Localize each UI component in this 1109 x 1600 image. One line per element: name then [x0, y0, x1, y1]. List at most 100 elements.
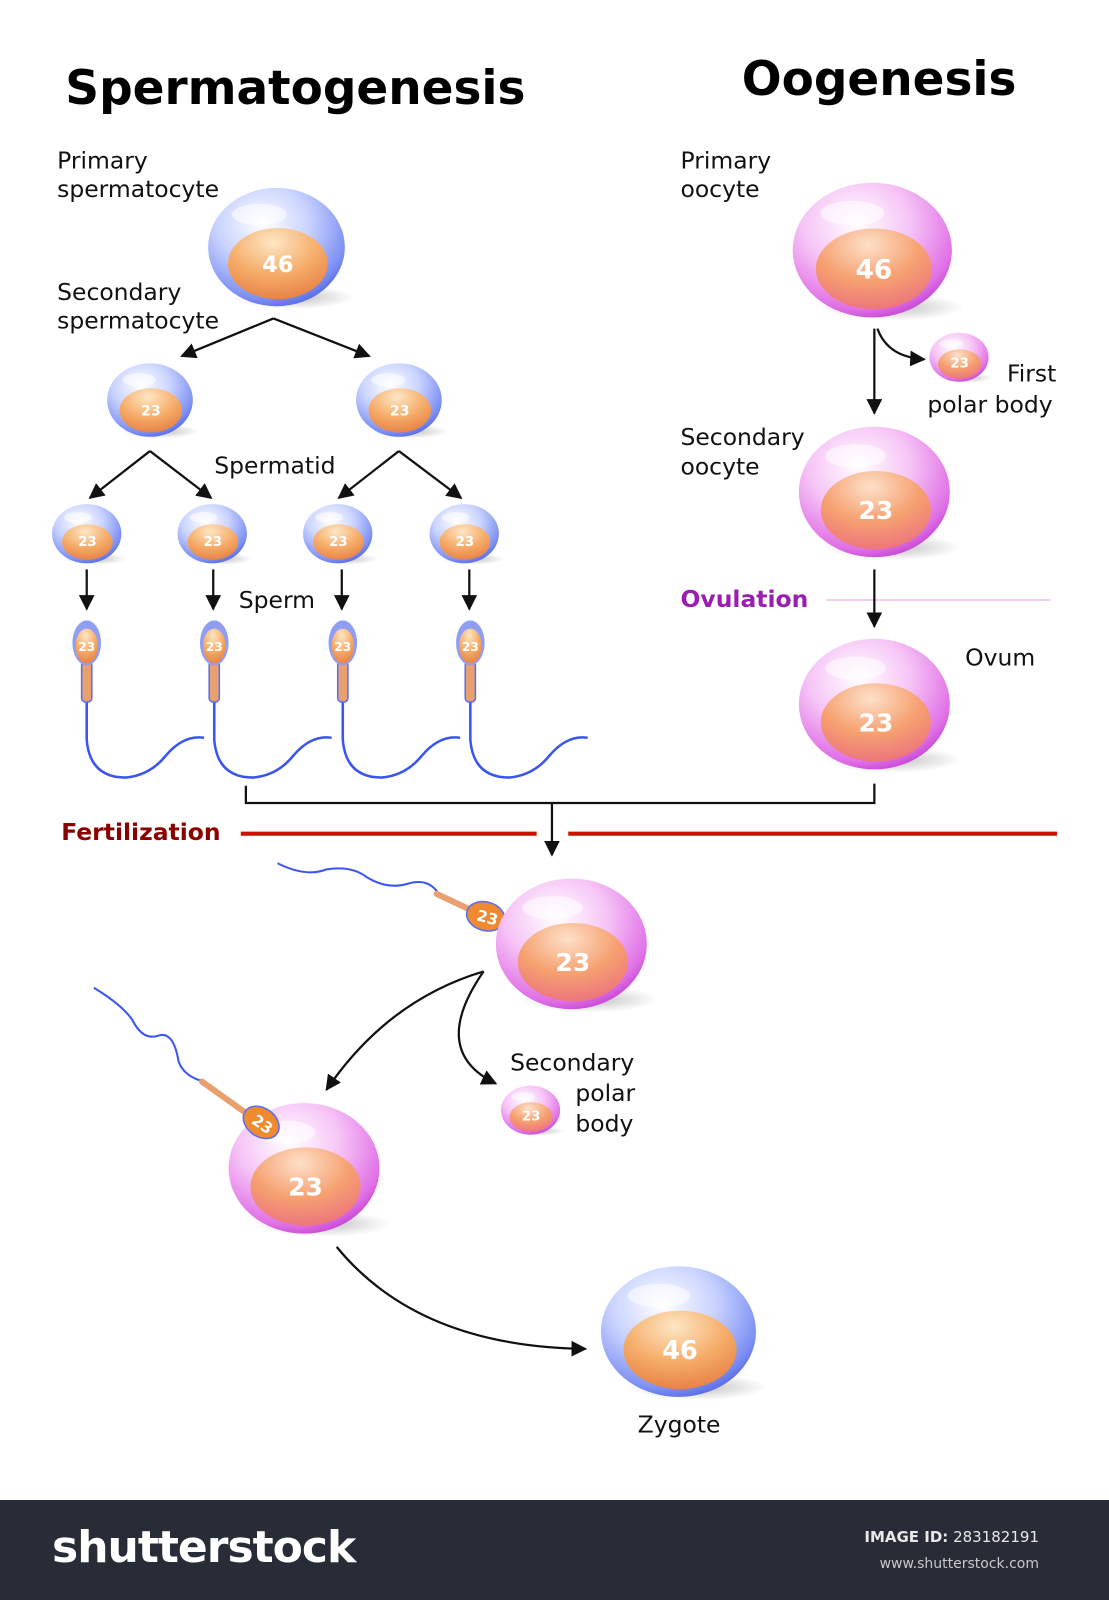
image-id-label: IMAGE ID:	[864, 1528, 949, 1546]
cell-highlight	[628, 1283, 691, 1308]
cell-highlight	[825, 444, 886, 468]
sperm: 23	[199, 620, 332, 779]
label-line: Secondary	[57, 278, 181, 306]
label-ovum: Ovum	[965, 643, 1035, 671]
sperm: 23	[456, 620, 588, 779]
site-url[interactable]: www.shutterstock.com	[879, 1556, 1039, 1572]
image-id: IMAGE ID: 283182191	[864, 1528, 1039, 1546]
cell-highlight	[122, 373, 157, 387]
cell-highlight	[371, 373, 406, 387]
image-id-value: 283182191	[953, 1528, 1039, 1546]
primary-oocyte: 46	[792, 182, 964, 321]
zygote: 46	[600, 1266, 768, 1401]
sperm-fertilizing: 23	[93, 986, 280, 1140]
chromosome-count: 23	[390, 403, 410, 419]
cell-nucleus	[820, 470, 931, 550]
gametogenesis-diagram: Spermatogenesis Oogenesis Primary sperma…	[52, 52, 1057, 1439]
label-line: Secondary	[510, 1048, 634, 1076]
arrow	[876, 328, 926, 367]
label-sperm: Sperm	[239, 586, 315, 614]
sperm-tail	[85, 698, 205, 779]
cell-highlight	[825, 656, 886, 680]
label-zygote: Zygote	[638, 1411, 721, 1439]
cell-highlight	[820, 200, 885, 226]
cell-nucleus	[509, 1102, 553, 1132]
cell-highlight	[315, 512, 343, 523]
chromosome-count: 46	[662, 1336, 698, 1366]
sperm-head: 23	[465, 900, 506, 932]
spermatid: 23	[177, 504, 253, 565]
chromosome-count: 23	[462, 640, 479, 654]
sperm-midpiece	[464, 660, 477, 703]
chromosome-count: 23	[329, 535, 347, 550]
shutterstock-logo[interactable]: shutterstock	[52, 1522, 356, 1573]
chromosome-count: 23	[78, 640, 95, 654]
cell-highlight	[441, 512, 470, 523]
label-fertilization: Fertilization	[61, 818, 220, 846]
spermatid: 23	[303, 504, 378, 565]
spermatid: 23	[52, 504, 127, 565]
chromosome-count: 23	[141, 403, 161, 419]
chromosome-count: 23	[78, 535, 96, 550]
sperm-tail	[341, 698, 461, 779]
cell-highlight	[939, 339, 964, 349]
fertilizing-ovum: 23	[495, 878, 659, 1013]
sperm-tail	[93, 986, 205, 1083]
label-line: Primary	[57, 146, 148, 174]
sperm-tail	[212, 698, 332, 779]
label-line: oocyte	[680, 175, 759, 203]
label-line: polar	[575, 1079, 635, 1107]
label-first-polar-body: First polar body	[927, 360, 1056, 419]
arrow	[273, 317, 371, 359]
arrows	[78, 317, 926, 1357]
chromosome-count: 23	[334, 640, 351, 654]
sperm-nucleus	[203, 628, 226, 664]
label-secondary-polar-body: Secondary polar body	[510, 1048, 635, 1137]
sperm-nucleus	[331, 628, 355, 664]
label-line: First	[1007, 360, 1056, 388]
arrow	[398, 450, 463, 499]
label-secondary-oocyte: Secondary oocyte	[680, 423, 804, 481]
arrow	[337, 450, 400, 499]
spermatid: 23	[429, 504, 505, 565]
arrow	[457, 970, 498, 1085]
cell-nucleus	[313, 524, 364, 560]
label-secondary-spermatocyte: Secondary spermatocyte	[57, 278, 219, 335]
chromosome-count: 23	[288, 1173, 323, 1202]
cell-highlight	[522, 896, 583, 920]
footer-bar: shutterstock IMAGE ID: 283182191 www.shu…	[0, 1500, 1109, 1600]
sperm-tail	[469, 698, 588, 779]
label-spermatid: Spermatid	[214, 452, 335, 480]
chromosome-count: 46	[262, 252, 293, 278]
arrow	[325, 970, 484, 1092]
chromosome-count: 23	[206, 640, 223, 654]
arrow	[149, 450, 213, 499]
sperm-nucleus	[459, 628, 482, 664]
first-polar-body: 23	[929, 332, 994, 383]
chromosome-count: 23	[556, 948, 591, 977]
sperm-head: 23	[242, 1105, 280, 1140]
sperm-head-shape	[242, 1105, 280, 1140]
cell-highlight	[232, 203, 287, 226]
label-line: Primary	[680, 146, 771, 174]
sperm-fertilizing: 23	[277, 862, 506, 932]
cell-nucleus	[938, 349, 982, 379]
label-line: Secondary	[680, 423, 804, 451]
sperm-midpiece	[433, 890, 475, 914]
label-line: oocyte	[680, 453, 759, 481]
primary-spermatocyte: 46	[208, 187, 356, 310]
sperm-midpiece	[198, 1078, 248, 1116]
sperm-midpiece	[80, 660, 93, 703]
cell-nucleus	[187, 524, 239, 560]
sperm: 23	[328, 620, 461, 779]
chromosome-count: 46	[856, 255, 893, 285]
label-line: polar body	[927, 390, 1052, 418]
secondary-polar-body: 23	[500, 1085, 565, 1136]
cell-nucleus	[517, 922, 628, 1002]
label-line: spermatocyte	[57, 307, 219, 335]
title-spermatogenesis: Spermatogenesis	[65, 61, 525, 116]
merge-line	[244, 783, 876, 805]
cell-highlight	[189, 512, 218, 523]
